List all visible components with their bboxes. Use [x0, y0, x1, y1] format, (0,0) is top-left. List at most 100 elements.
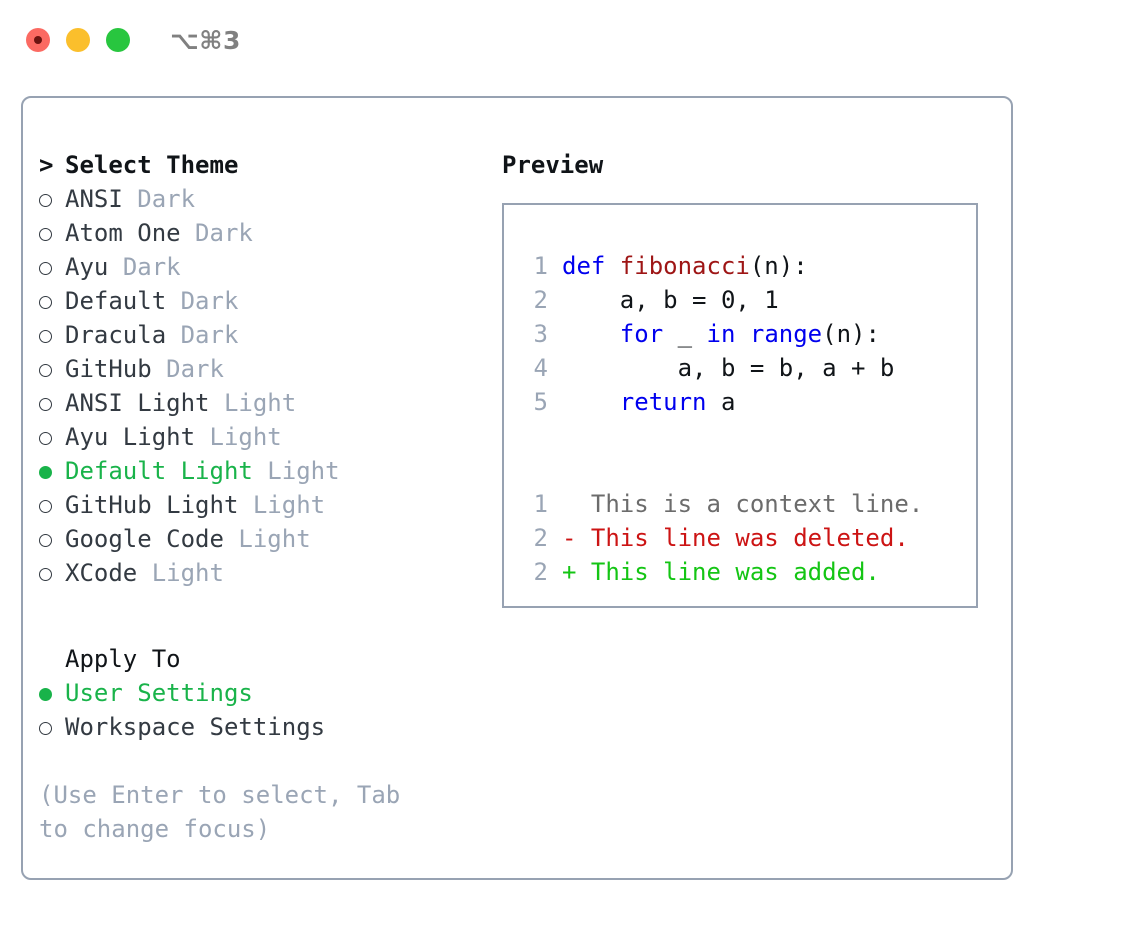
radio-selected-icon[interactable]	[39, 456, 65, 490]
close-button[interactable]	[26, 28, 50, 52]
radio-dot	[39, 262, 52, 275]
radio-unselected-icon[interactable]	[39, 490, 65, 524]
apply-to-label: User Settings	[65, 679, 253, 707]
code-token: This is a context line.	[562, 490, 924, 518]
radio-unselected-icon[interactable]	[39, 354, 65, 388]
radio-unselected-icon[interactable]	[39, 218, 65, 252]
theme-name: Dracula	[65, 321, 167, 349]
line-number: 1	[533, 252, 548, 280]
theme-kind-label: Dark	[166, 355, 224, 383]
theme-name: Ayu	[65, 253, 109, 281]
theme-kind-label: Light	[151, 559, 224, 587]
radio-dot	[39, 534, 52, 547]
code-token	[562, 317, 620, 351]
radio-dot	[39, 500, 52, 513]
radio-unselected-icon[interactable]	[39, 252, 65, 286]
radio-selected-icon[interactable]	[39, 678, 65, 712]
radio-unselected-icon[interactable]	[39, 184, 65, 218]
theme-list-item[interactable]: Atom One Dark	[39, 216, 469, 250]
radio-dot	[39, 432, 52, 445]
theme-list-item[interactable]: Ayu Dark	[39, 250, 469, 284]
radio-dot	[39, 228, 52, 241]
theme-list-item[interactable]: XCode Light	[39, 556, 469, 590]
radio-unselected-icon[interactable]	[39, 286, 65, 320]
theme-kind-label: Dark	[195, 219, 253, 247]
theme-kind-space	[123, 182, 137, 216]
radio-dot	[39, 398, 52, 411]
radio-unselected-icon[interactable]	[39, 558, 65, 592]
apply-to-option[interactable]: User Settings	[39, 676, 469, 710]
theme-name: GitHub Light	[65, 491, 239, 519]
code-token: + This line was added.	[562, 558, 880, 586]
maximize-button[interactable]	[106, 28, 130, 52]
code-token	[562, 385, 620, 419]
diff-line: 1 This is a context line.	[504, 487, 976, 521]
code-token	[735, 317, 749, 351]
theme-list-item[interactable]: GitHub Light Light	[39, 488, 469, 522]
radio-unselected-icon[interactable]	[39, 712, 65, 746]
code-token: return	[619, 388, 707, 416]
theme-kind-space	[224, 522, 238, 556]
theme-name: Default Light	[65, 457, 253, 485]
theme-list-item[interactable]: Default Light Light	[39, 454, 469, 488]
code-blank-line	[504, 419, 976, 453]
line-number: 1	[533, 490, 548, 518]
theme-list-item[interactable]: Ayu Light Light	[39, 420, 469, 454]
theme-list-item[interactable]: Google Code Light	[39, 522, 469, 556]
code-line: 5 return a	[504, 385, 976, 419]
theme-kind-label: Light	[238, 525, 311, 553]
diff-sample: 1 This is a context line. 2 - This line wa…	[504, 487, 976, 589]
theme-list-item[interactable]: Dracula Dark	[39, 318, 469, 352]
code-token: a, b = b, a + b	[562, 354, 895, 382]
radio-dot	[39, 364, 52, 377]
theme-kind-label: Dark	[180, 321, 239, 349]
code-line: 3 for _ in range(n):	[504, 317, 976, 351]
theme-kind-space	[166, 284, 180, 318]
theme-list-item[interactable]: GitHub Dark	[39, 352, 469, 386]
theme-list-item[interactable]: ANSI Light Light	[39, 386, 469, 420]
prompt-caret-icon: >	[39, 151, 54, 179]
theme-kind-space	[210, 386, 224, 420]
radio-unselected-icon[interactable]	[39, 388, 65, 422]
theme-kind-space	[181, 216, 195, 250]
theme-name: XCode	[65, 559, 138, 587]
theme-kind-space	[108, 250, 122, 284]
radio-unselected-icon[interactable]	[39, 524, 65, 558]
select-theme-header: > Select Theme	[39, 148, 469, 182]
theme-kind-label: Light	[209, 423, 282, 451]
apply-to-header: Apply To	[39, 642, 469, 676]
theme-kind-label: Light	[223, 389, 297, 417]
code-token: a, b = 0, 1	[562, 286, 779, 314]
theme-kind-space	[166, 318, 180, 352]
line-number: 2	[533, 524, 548, 552]
apply-to-label: Workspace Settings	[65, 713, 326, 741]
theme-name: Atom One	[65, 219, 181, 247]
code-token: (n):	[749, 252, 808, 280]
radio-unselected-icon[interactable]	[39, 422, 65, 456]
minimize-button[interactable]	[66, 28, 90, 52]
theme-kind-label: Light	[252, 491, 326, 519]
radio-dot	[39, 296, 52, 309]
keyboard-hint: (Use Enter to select, Tab to change focu…	[39, 781, 415, 843]
theme-name: ANSI	[65, 185, 123, 213]
apply-to-option[interactable]: Workspace Settings	[39, 710, 469, 744]
hint-gap	[39, 744, 469, 778]
radio-unselected-icon[interactable]	[39, 320, 65, 354]
code-token: - This line was deleted.	[562, 524, 909, 552]
code-token: in	[706, 320, 736, 348]
theme-list-item[interactable]: ANSI Dark	[39, 182, 469, 216]
code-token: def	[562, 252, 620, 280]
theme-list-item[interactable]: Default Dark	[39, 284, 469, 318]
code-line: 4 a, b = b, a + b	[504, 351, 976, 385]
theme-kind-label: Dark	[180, 287, 239, 315]
select-theme-title: Select Theme	[65, 151, 239, 179]
diff-line: 2+ This line was added.	[504, 555, 976, 589]
